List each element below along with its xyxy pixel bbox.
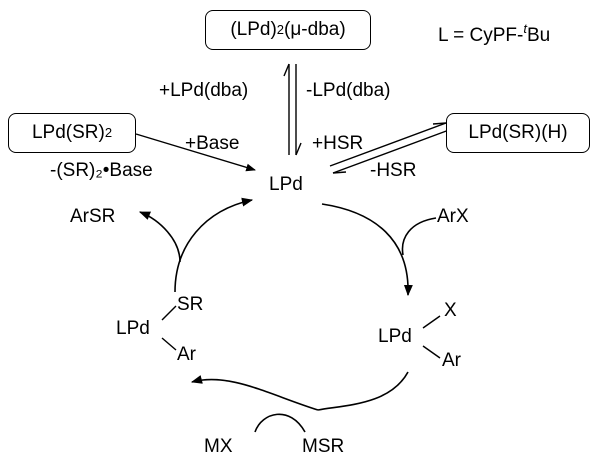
ligand-pre: L = CyPF-: [438, 25, 524, 46]
dimer-post: (μ-dba): [284, 19, 346, 40]
dimer-sub: 2: [276, 22, 285, 37]
label-plus-base: +Base: [185, 133, 240, 154]
complex-bonds: [161, 305, 441, 359]
label-minus-sr2-base: -(SR)₂•Base: [50, 160, 153, 181]
arrow-thiolate-to-lpd: [135, 133, 256, 172]
label-mx: MX: [204, 436, 233, 457]
label-plus-hsr: +HSR: [312, 133, 364, 154]
right-complex-ar: Ar: [442, 350, 461, 371]
right-complex-x: X: [444, 300, 457, 321]
ligand-definition: L = CyPF-tBu: [438, 18, 550, 47]
label-arsr: ArSR: [70, 206, 116, 227]
cycle-arcs: [138, 197, 437, 433]
left-complex-sr: SR: [177, 294, 204, 315]
hydride-complex-box: LPd(SR)(H): [446, 113, 590, 153]
label-minus-lpd-dba: -LPd(dba): [306, 80, 391, 101]
thiolate-pre: LPd(SR): [31, 122, 105, 143]
label-arx: ArX: [437, 206, 469, 227]
equilibrium-arrow-dimer: [283, 63, 302, 156]
left-complex-ar: Ar: [177, 344, 196, 365]
right-complex-lpd: LPd: [378, 326, 412, 347]
dimer-pre: (LPd): [230, 19, 277, 40]
label-msr: MSR: [302, 436, 345, 457]
ligand-sup: t: [523, 21, 527, 36]
ligand-post: Bu: [526, 25, 551, 46]
label-minus-hsr: -HSR: [370, 160, 417, 181]
thiolate-sub: 2: [104, 125, 113, 140]
dimer-complex-box: (LPd)2(μ-dba): [205, 10, 371, 50]
left-complex-lpd: LPd: [116, 318, 150, 339]
center-lpd: LPd: [269, 174, 303, 195]
thiolate-complex-box: LPd(SR)2: [8, 113, 136, 153]
equilibrium-arrow-hydride: [329, 122, 450, 174]
hydride-text: LPd(SR)(H): [468, 122, 568, 143]
label-plus-lpd-dba: +LPd(dba): [159, 80, 249, 101]
